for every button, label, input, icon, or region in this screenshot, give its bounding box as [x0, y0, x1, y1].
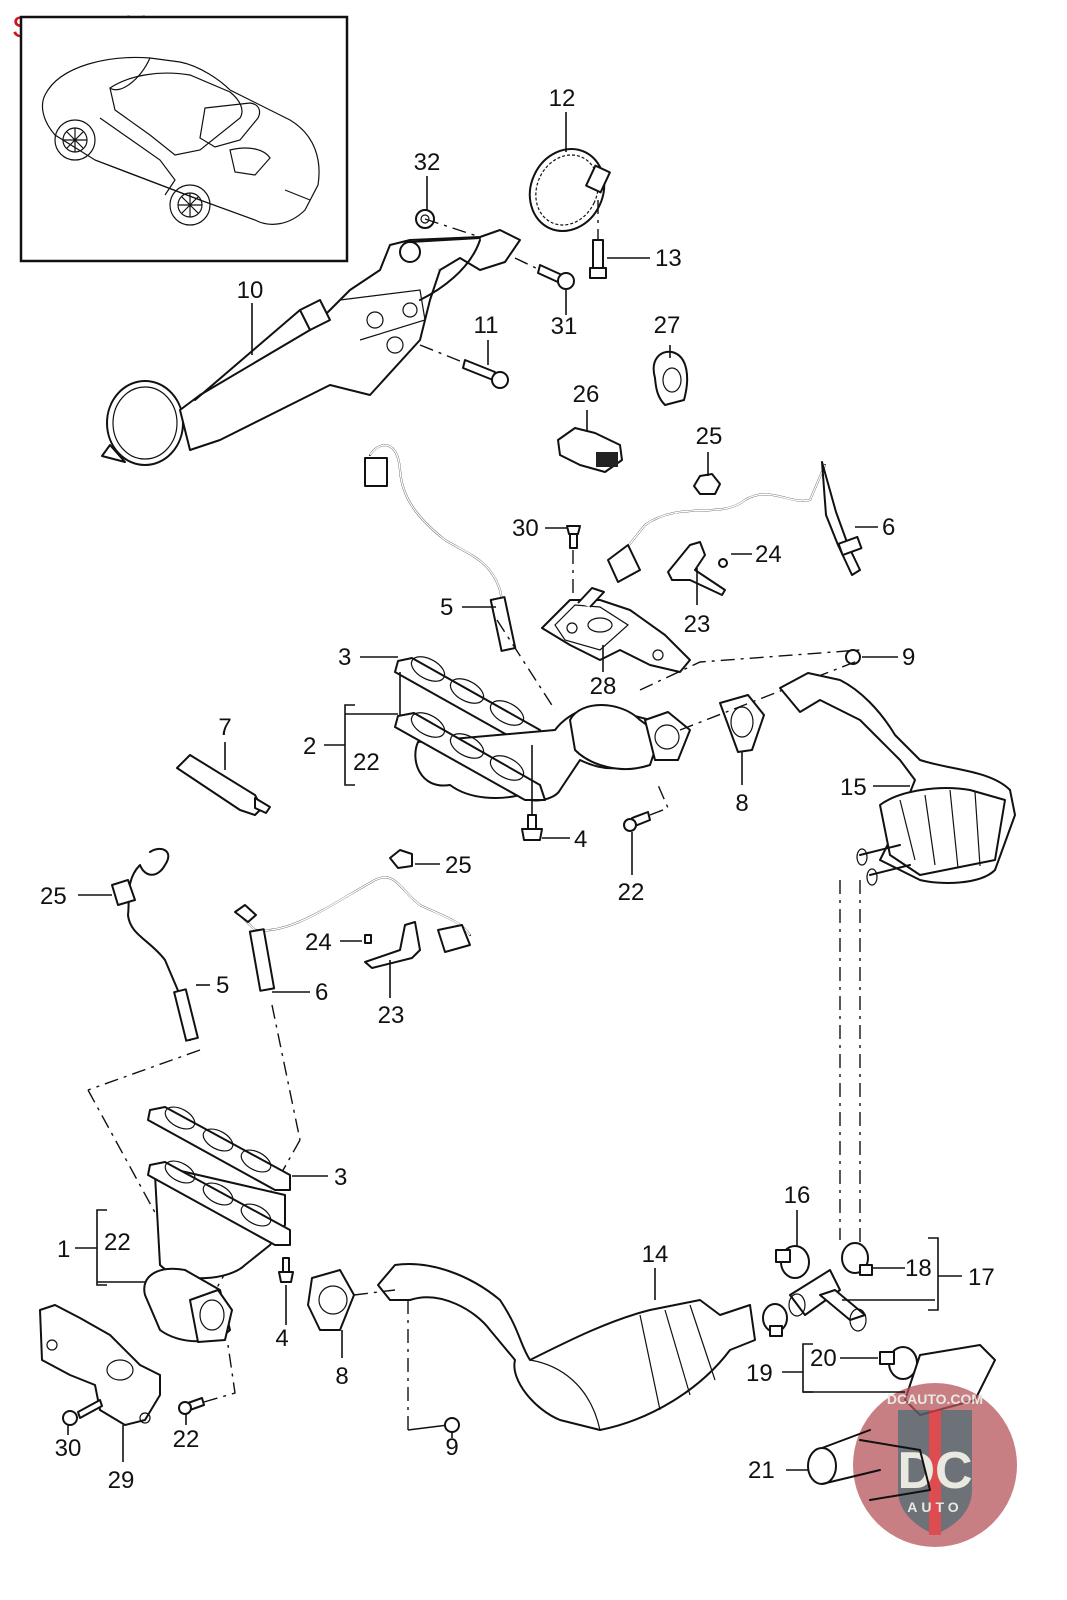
callout-32[interactable]: 32: [414, 149, 441, 176]
part-30-bolt-lower[interactable]: [62, 1399, 103, 1426]
part-5-oxygen-sensor-upper[interactable]: [364, 444, 517, 652]
callout-24-lower[interactable]: 24: [305, 929, 332, 956]
part-23-sensor-bracket-lower[interactable]: [364, 921, 421, 969]
callout-3-top[interactable]: 3: [338, 644, 351, 671]
dcauto-watermark: DCAUTO.COM DC AUTO: [853, 1383, 1017, 1547]
callout-25-top[interactable]: 25: [696, 423, 723, 450]
part-clamp-lower-left[interactable]: [762, 1303, 788, 1337]
part-9-nut-upper[interactable]: [845, 649, 861, 665]
callout-21[interactable]: 21: [748, 1457, 775, 1484]
part-12-hose-clamp[interactable]: [517, 137, 618, 244]
callout-leaders: [67, 112, 962, 1471]
callout-16[interactable]: 16: [784, 1182, 811, 1209]
callout-5-lower[interactable]: 5: [216, 972, 229, 999]
inset-vehicle-overview[interactable]: [19, 15, 349, 263]
part-25-clip-lower[interactable]: [389, 849, 413, 869]
part-30-bolt-upper[interactable]: [566, 525, 581, 595]
callout-22-lower[interactable]: 22: [173, 1426, 200, 1453]
vehicle-outline: [41, 56, 320, 225]
part-22-stud-lower[interactable]: [178, 1344, 236, 1415]
callout-13[interactable]: 13: [655, 245, 682, 272]
part-16-clamp[interactable]: [775, 1245, 810, 1279]
callout-8-lower[interactable]: 8: [335, 1363, 348, 1390]
callout-4-lower[interactable]: 4: [275, 1325, 288, 1352]
part-18-tailpipe-clamp[interactable]: [841, 1242, 873, 1276]
part-8-flange-gasket-lower[interactable]: [307, 1269, 355, 1331]
part-17-tailpipe-assembly[interactable]: [788, 1269, 867, 1332]
callout-1[interactable]: 1: [57, 1236, 70, 1263]
part-31-bolt[interactable]: [514, 257, 575, 290]
part-27-cable-holder[interactable]: [652, 350, 689, 406]
callout-17[interactable]: 17: [968, 1264, 995, 1291]
callout-9-lower[interactable]: 9: [445, 1434, 458, 1461]
callout-14[interactable]: 14: [642, 1241, 669, 1268]
callout-23-lower[interactable]: 23: [378, 1002, 405, 1029]
part-10-muffler-bracket[interactable]: [101, 229, 521, 466]
callout-30-top[interactable]: 30: [512, 515, 539, 542]
callout-18[interactable]: 18: [905, 1255, 932, 1282]
callout-8-top[interactable]: 8: [735, 790, 748, 817]
callout-11[interactable]: 11: [474, 312, 499, 339]
callout-4-top[interactable]: 4: [574, 826, 587, 853]
callout-31[interactable]: 31: [551, 313, 578, 340]
watermark-stripe: [929, 1410, 941, 1535]
callout-23-top[interactable]: 23: [684, 611, 711, 638]
callout-10[interactable]: 10: [237, 277, 264, 304]
watermark-sub: AUTO: [907, 1499, 962, 1515]
part-1-manifold-catalytic-converter-left[interactable]: [143, 1157, 291, 1343]
callout-7[interactable]: 7: [218, 714, 231, 741]
callout-15[interactable]: 15: [840, 774, 867, 801]
part-8-flange-gasket-upper[interactable]: [719, 694, 765, 753]
callout-29[interactable]: 29: [108, 1467, 135, 1494]
callout-24-top[interactable]: 24: [755, 541, 782, 568]
part-11-bolt[interactable]: [419, 344, 509, 389]
callout-labels: 12 32 13 10 11 31 27 26 25 30 6 24 5 23 …: [40, 85, 995, 1494]
part-13-clamp-bolt[interactable]: [589, 200, 607, 279]
part-6-oxygen-sensor-upper[interactable]: [607, 461, 863, 583]
part-2-manifold-catalytic-converter-right[interactable]: [394, 704, 691, 802]
part-6-oxygen-sensor-lower[interactable]: [234, 876, 471, 992]
callout-22-top-bracket[interactable]: 22: [353, 749, 380, 776]
callout-2[interactable]: 2: [303, 733, 316, 760]
callout-5-top[interactable]: 5: [440, 594, 453, 621]
part-28-heat-shield-right[interactable]: [541, 587, 691, 673]
callout-22-top[interactable]: 22: [618, 879, 645, 906]
part-22-stud-upper[interactable]: [623, 784, 669, 832]
callout-19[interactable]: 19: [746, 1360, 773, 1387]
callout-25-left[interactable]: 25: [40, 883, 67, 910]
watermark-text: DCAUTO.COM: [887, 1391, 983, 1407]
part-25-clip-top[interactable]: [693, 473, 721, 495]
callout-12[interactable]: 12: [549, 85, 576, 112]
vehicle-wheel-front: [54, 119, 96, 161]
callout-6-lower[interactable]: 6: [315, 979, 328, 1006]
callout-6-top[interactable]: 6: [882, 514, 895, 541]
part-14-main-muffler-left[interactable]: [377, 1263, 756, 1431]
part-26-connector-holder[interactable]: [557, 427, 623, 473]
callout-25-middle[interactable]: 25: [445, 852, 472, 879]
callout-30-lower[interactable]: 30: [55, 1435, 82, 1462]
part-20-tip-clamp[interactable]: [879, 1346, 918, 1380]
vehicle-wheel-rear: [169, 184, 211, 226]
part-23-sensor-bracket-upper[interactable]: [667, 541, 728, 596]
part-7-sealing-paste-tube[interactable]: [176, 754, 271, 816]
part-15-main-muffler-right[interactable]: [779, 672, 1016, 886]
part-21-tailpipe-tip[interactable]: [807, 1429, 931, 1501]
part-29-heat-shield-left[interactable]: [39, 1304, 161, 1426]
callout-20[interactable]: 20: [810, 1345, 837, 1372]
callout-28[interactable]: 28: [590, 673, 617, 700]
part-4-bolt-lower[interactable]: [278, 1257, 294, 1283]
part-4-bolt-upper[interactable]: [521, 814, 543, 841]
callout-3-lower[interactable]: 3: [334, 1164, 347, 1191]
part-3-manifold-gasket-lower[interactable]: [147, 1103, 291, 1191]
callout-22-lower-bracket[interactable]: 22: [104, 1229, 131, 1256]
callout-26[interactable]: 26: [573, 381, 600, 408]
part-5-oxygen-sensor-lower[interactable]: [111, 847, 199, 1042]
callout-9-top[interactable]: 9: [902, 644, 915, 671]
watermark-logo: DC: [897, 1442, 972, 1500]
callout-27[interactable]: 27: [654, 312, 681, 339]
part-9-nut-lower[interactable]: [444, 1417, 460, 1433]
